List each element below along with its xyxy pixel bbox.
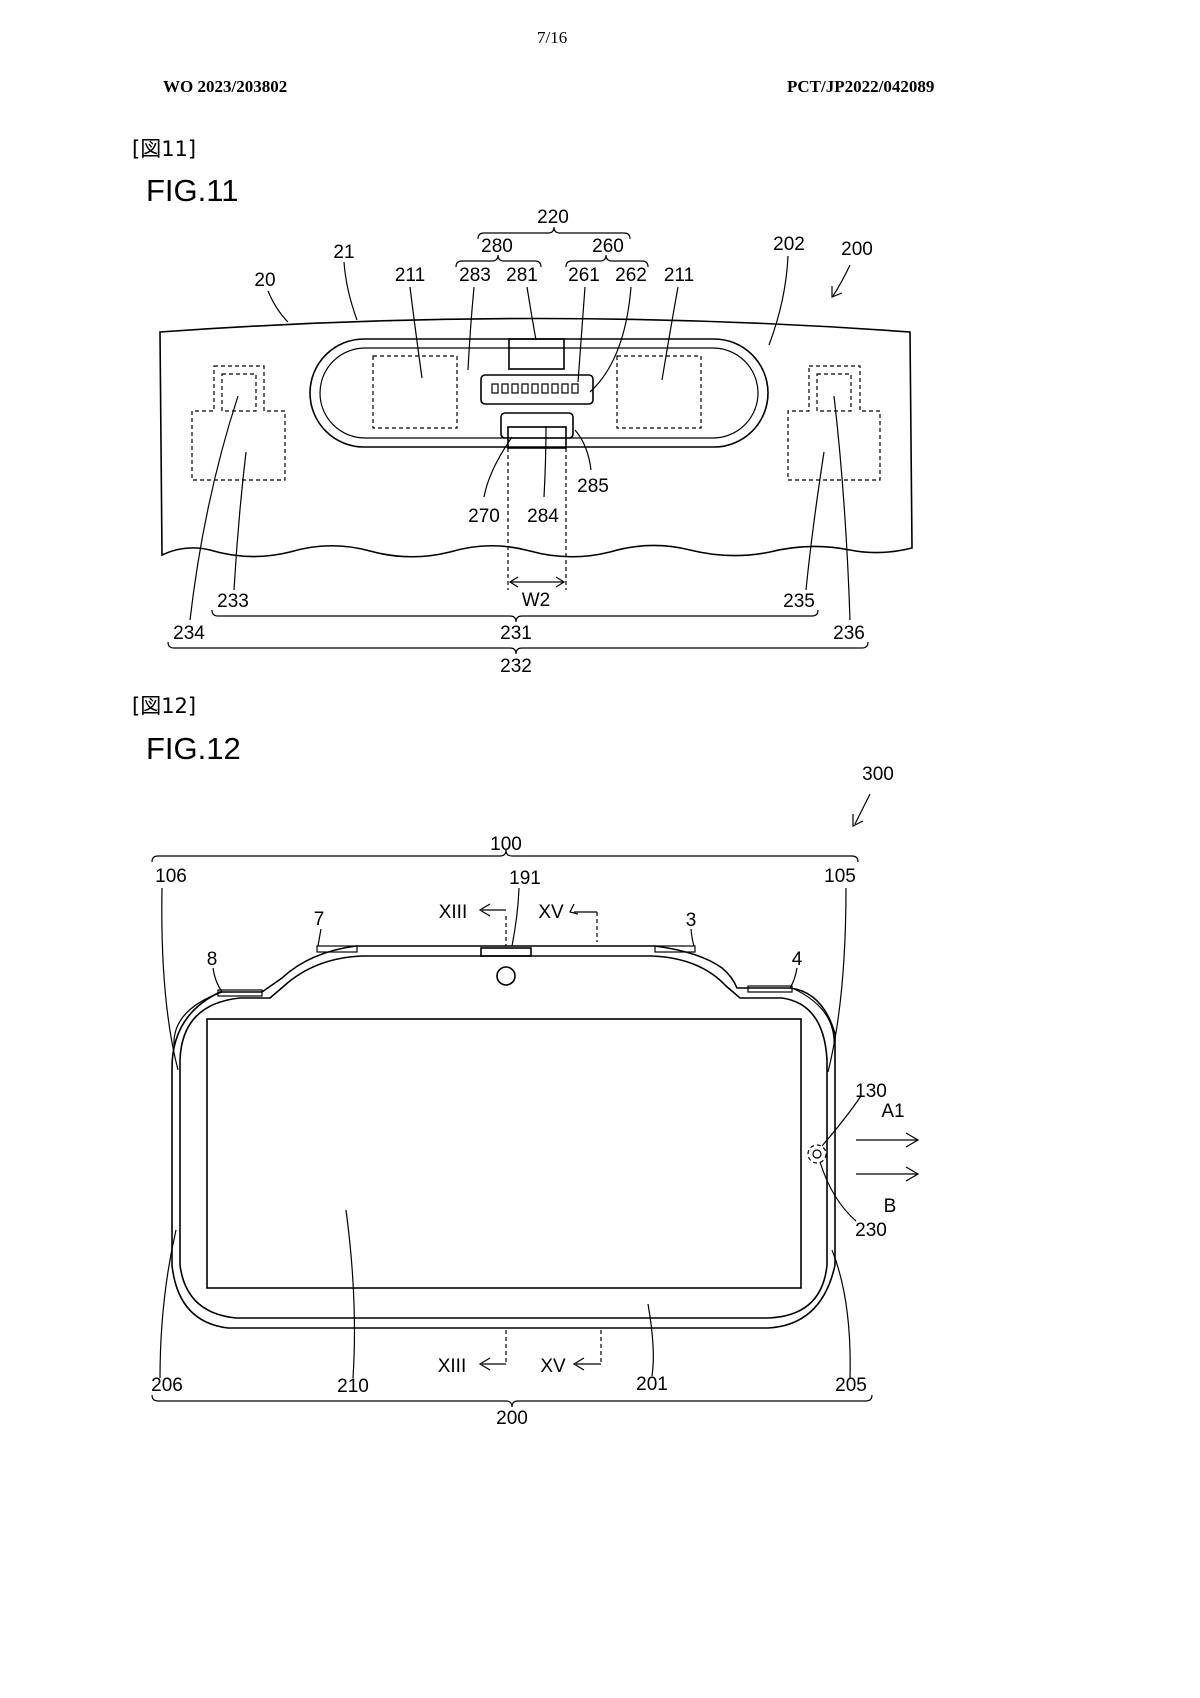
label-20: 20 [254,270,275,291]
figure-12-drawing: 300 100 106 105 191 7 3 8 4 XIII XV 130 … [151,764,920,1429]
label-8: 8 [207,949,218,970]
section-XIII-top: XIII [439,902,468,923]
label-106: 106 [155,866,187,887]
latch-281 [508,338,565,370]
label-202: 202 [773,234,805,255]
label-100: 100 [490,834,522,855]
label-233: 233 [217,591,249,612]
label-261: 261 [568,265,600,286]
housing-inner [179,955,828,1319]
part-236-right [787,365,881,481]
label-260: 260 [592,236,624,257]
label-210: 210 [337,1376,369,1397]
label-205: 205 [835,1375,867,1396]
label-21: 21 [333,242,354,263]
label-232: 232 [500,656,532,677]
contact-270 [507,426,567,449]
label-3: 3 [686,910,697,931]
terminal-pins [491,383,579,394]
section-XV-bottom: XV [540,1356,566,1377]
part-234-left [191,365,286,481]
label-211-left: 211 [395,265,425,286]
figure-12-title: FIG.12 [146,731,241,766]
label-4: 4 [792,949,803,970]
label-283: 283 [459,265,491,286]
camera-hole [496,966,516,986]
label-280: 280 [481,236,513,257]
label-235: 235 [783,591,815,612]
figure-12-tag: [図12] [132,694,197,718]
label-220: 220 [537,207,569,228]
label-206: 206 [151,1375,183,1396]
label-230: 230 [855,1220,887,1241]
panel-outline [159,317,913,558]
label-200-fig11: 200 [841,239,873,260]
label-211-right: 211 [664,265,694,286]
label-201: 201 [636,1374,668,1395]
label-B: B [884,1196,897,1217]
figure-11-tag: [図11] [132,137,197,161]
figure-11-drawing: 220 280 260 21 20 211 283 281 261 262 21… [159,207,913,677]
label-200-fig12: 200 [496,1408,528,1429]
label-231: 231 [500,623,532,644]
contact-284 [500,412,574,439]
publication-number: WO 2023/203802 [163,77,288,96]
label-300: 300 [862,764,894,785]
label-281: 281 [506,265,538,286]
section-XIII-bottom: XIII [438,1356,467,1377]
sensor-130 [807,1144,827,1164]
label-270: 270 [468,506,500,527]
display-210 [206,1018,802,1289]
slot-inner [319,347,759,439]
label-191: 191 [509,868,541,889]
label-A1: A1 [881,1101,904,1122]
label-262: 262 [615,265,647,286]
page-number: 7/16 [537,28,568,47]
slot-outer [309,338,769,448]
application-number: PCT/JP2022/042089 [787,77,935,96]
section-XV-top: XV [538,902,564,923]
figure-11-title: FIG.11 [146,173,239,208]
pad-211-right [616,355,702,429]
button-191 [480,947,532,957]
label-234: 234 [173,623,205,644]
label-130: 130 [855,1081,887,1102]
label-284: 284 [527,506,559,527]
pad-211-left [372,355,458,429]
label-W2: W2 [522,590,551,611]
housing-outer [171,945,836,1329]
label-236: 236 [833,623,865,644]
label-285: 285 [577,476,609,497]
label-7: 7 [314,909,325,930]
label-105: 105 [824,866,856,887]
